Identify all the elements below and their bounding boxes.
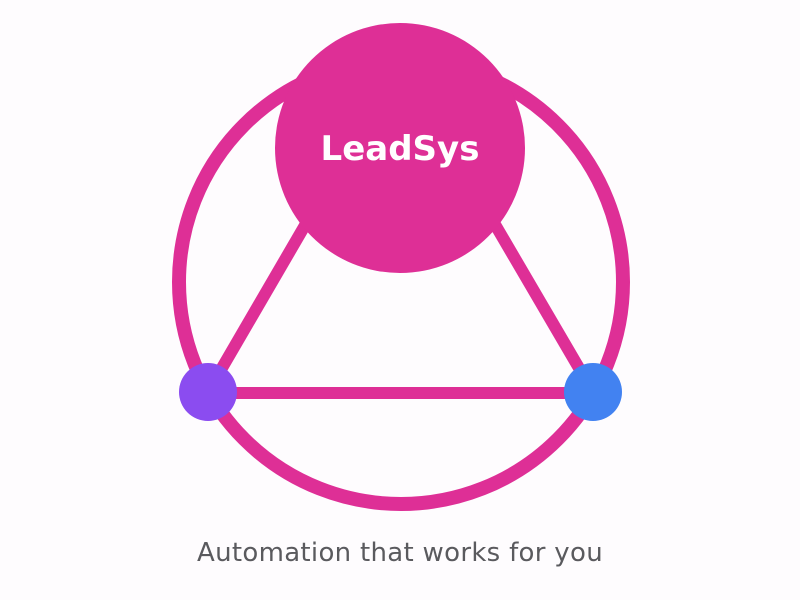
hub-circle bbox=[275, 23, 525, 273]
brand-name: LeadSys bbox=[321, 129, 480, 169]
node-right bbox=[564, 363, 622, 421]
node-left bbox=[179, 363, 237, 421]
tagline: Automation that works for you bbox=[197, 538, 603, 568]
